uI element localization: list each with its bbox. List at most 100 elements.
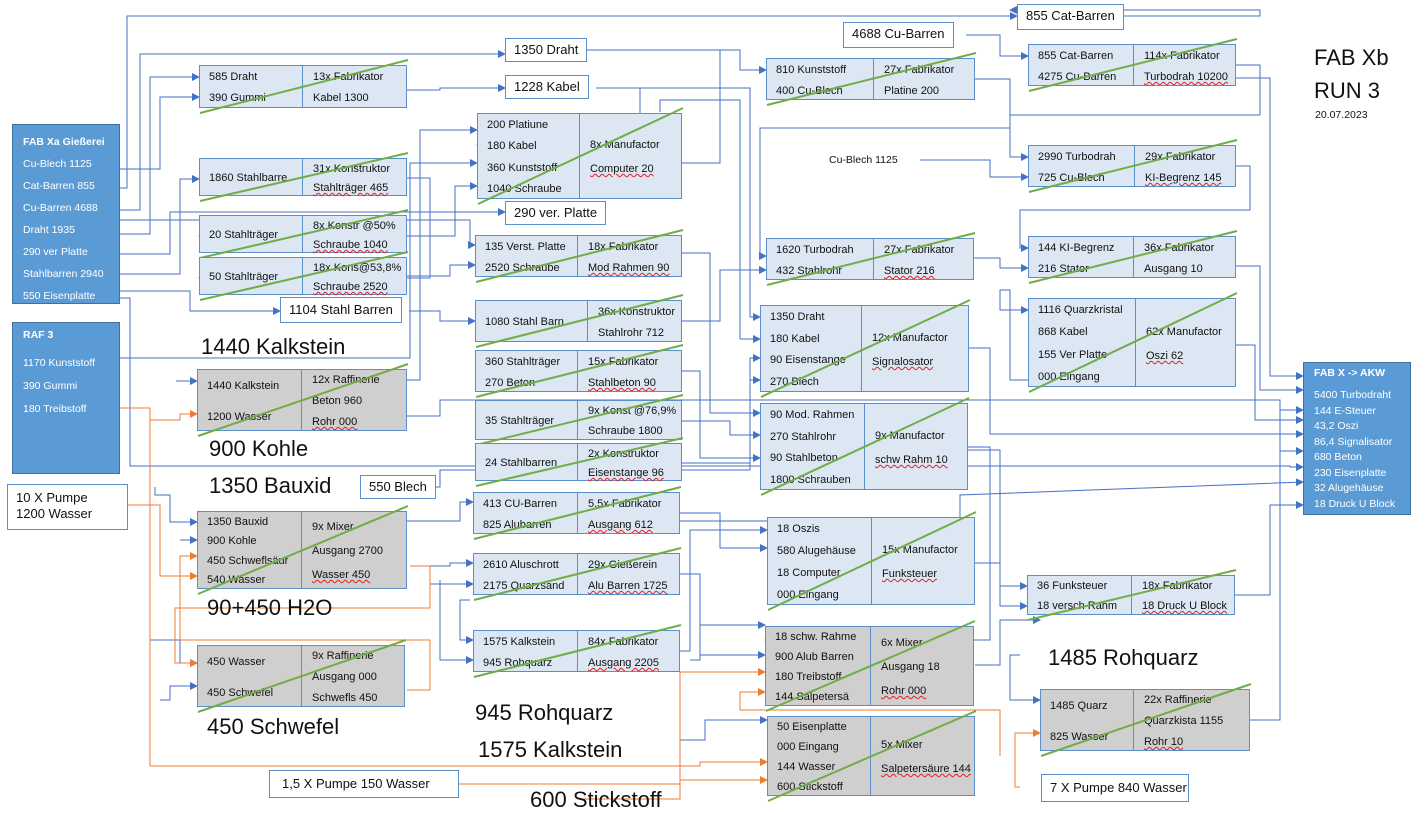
connector — [1009, 654, 1041, 704]
node-input: 725 Cu-Blech — [1038, 172, 1105, 184]
node-output: Ausgang 2205 — [588, 657, 659, 669]
node-input: 18 Computer — [777, 567, 841, 579]
node-input: 000 Eingang — [777, 741, 839, 753]
raw-material-label: 900 Kohle — [209, 436, 309, 461]
node-input: 1080 Stahl Barn — [485, 316, 564, 328]
node-inputs: 50 Stahlträger — [200, 258, 302, 294]
quantity-label: 1,5 X Pumpe 150 Wasser — [269, 770, 459, 798]
connector — [1009, 6, 1261, 17]
source-item: Cu-Barren 4688 — [23, 202, 98, 214]
connector — [407, 182, 478, 237]
node-output: 18x Fabrikator — [588, 241, 659, 253]
node-input: 868 Kabel — [1038, 326, 1088, 338]
source-item: 5400 Turbodraht — [1314, 389, 1392, 401]
connector — [690, 621, 766, 661]
source-item: Stahlbarren 2940 — [23, 268, 104, 280]
node-output: Beton 960 — [312, 395, 363, 407]
node-output: Schraube 1800 — [588, 425, 663, 437]
connector — [680, 573, 766, 659]
connector — [999, 289, 1029, 381]
connector — [120, 12, 1018, 189]
cu-blech-note: Cu-Blech 1125 — [829, 154, 898, 166]
node-output: Eisenstange 96 — [588, 467, 664, 479]
node-output: Rohr 000 — [312, 416, 358, 428]
connector — [966, 34, 1029, 60]
connector — [1250, 406, 1304, 721]
node-output: Turbodrah 10200 — [1144, 71, 1228, 83]
source-item: 390 Gummi — [23, 380, 78, 392]
connector — [407, 498, 474, 522]
source-item: Draht 1935 — [23, 224, 75, 236]
node-input: 1485 Quarz — [1050, 700, 1108, 712]
node-input: 1860 Stahlbarre — [209, 172, 288, 184]
connector — [1235, 501, 1304, 596]
node-output: 18x Kons@53,8% — [313, 262, 402, 274]
node-input: 900 Alub Barren — [775, 651, 854, 663]
connector — [120, 93, 200, 170]
node-input: 155 Ver Platte — [1038, 349, 1108, 361]
node-input: 18 versch Rahm — [1037, 600, 1118, 612]
node-output: 12x Manufactor — [872, 332, 948, 344]
node-input: 1116 Quarzkristal — [1038, 304, 1123, 316]
process-node-oszi[interactable]: 1116 Quarzkristal 868 Kabel 155 Ver Platte… — [1028, 292, 1238, 393]
node-output: 5x Mixer — [881, 739, 923, 751]
connector — [400, 126, 478, 381]
connector — [1236, 265, 1304, 394]
node-input: 1200 Wasser — [207, 411, 272, 423]
node-output: Signalosator — [872, 356, 934, 368]
node-outputs: 9x Konst @76,9%Schraube 1800 — [577, 401, 681, 439]
source-title: RAF 3 — [23, 329, 54, 341]
connector — [682, 266, 767, 322]
node-inputs: 1080 Stahl Barn — [476, 301, 587, 341]
node-input: 1620 Turbodrah — [776, 244, 854, 256]
page-title-line1: FAB Xb — [1314, 45, 1389, 70]
connector — [1019, 165, 1251, 252]
connector — [920, 159, 1029, 181]
node-inputs: 35 Stahlträger — [476, 401, 577, 439]
node-input: 35 Stahlträger — [485, 415, 555, 427]
connector — [120, 159, 478, 359]
node-output: Ausgang 18 — [881, 661, 940, 673]
process-node-schraube1800[interactable]: 35 Stahlträger 9x Konst @76,9%Schraube 18… — [475, 394, 684, 446]
connector — [969, 347, 1304, 438]
node-output: Salpetersäure 144 — [881, 763, 971, 775]
connector — [409, 310, 476, 325]
